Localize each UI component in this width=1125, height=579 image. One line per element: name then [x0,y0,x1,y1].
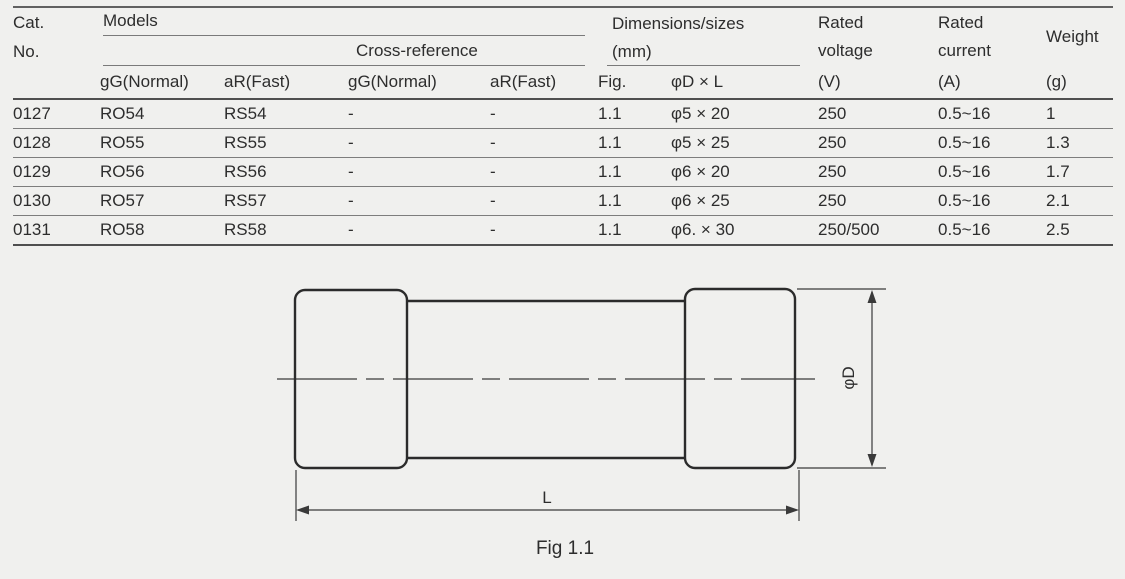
cell-model-ar: RS56 [224,157,348,187]
header-rated-current-line2: current [938,41,991,60]
cell-model-ar: RS54 [224,99,348,129]
header-weight: Weight [1046,7,1113,66]
arrow-down-icon [867,454,877,467]
table-row: 0129 RO56 RS56 - - 1.1 φ6 × 20 250 0.5~1… [13,157,1114,187]
cell-voltage: 250/500 [818,215,939,246]
cell-voltage: 250 [818,128,939,158]
cell-fig: 1.1 [598,157,671,187]
table-row: 0128 RO55 RS55 - - 1.1 φ5 × 25 250 0.5~1… [13,128,1114,158]
cell-cross-ar: - [490,99,598,129]
length-label: L [542,488,551,507]
header-rated-current: Rated current [938,7,1046,66]
cell-dimensions: φ6 × 25 [671,186,819,216]
header-cross-reference: Cross-reference [100,36,598,66]
figure-caption: Fig 1.1 [536,538,594,559]
arrow-right-icon [786,505,799,515]
cell-dimensions: φ5 × 20 [671,99,819,129]
cell-model-gg: RO54 [100,99,224,129]
table-row: 0127 RO54 RS54 - - 1.1 φ5 × 20 250 0.5~1… [13,99,1114,129]
cell-cross-gg: - [348,128,490,158]
subheader-cross-ar: aR(Fast) [490,66,598,100]
cell-voltage: 250 [818,99,939,129]
cell-voltage: 250 [818,186,939,216]
header-cat-no: Cat. No. [13,7,100,66]
cell-model-gg: RO57 [100,186,224,216]
fuse-right-cap [683,287,797,470]
header-rated-voltage-line1: Rated [818,13,864,32]
cell-fig: 1.1 [598,99,671,129]
cell-cross-gg: - [348,99,490,129]
subheader-models-gg: gG(Normal) [100,66,224,100]
cell-model-gg: RO56 [100,157,224,187]
cell-weight: 2.1 [1046,186,1114,216]
diameter-label: φD [839,366,858,389]
cell-cat-no: 0128 [13,128,100,158]
subheader-empty [13,66,100,100]
cell-current: 0.5~16 [938,128,1047,158]
table-row: 0131 RO58 RS58 - - 1.1 φ6. × 30 250/500 … [13,215,1114,246]
cell-dimensions: φ6 × 20 [671,157,819,187]
header-dimensions: Dimensions/sizes (mm) [598,7,818,66]
cell-cross-gg: - [348,215,490,246]
header-cat-no-line2: No. [13,42,40,61]
header-cross-reference-label: Cross-reference [356,40,478,60]
fuse-left-cap [293,288,409,470]
header-models-label: Models [103,11,158,30]
cell-current: 0.5~16 [938,157,1047,187]
subheader-fig: Fig. [598,66,671,100]
subheader-models-ar: aR(Fast) [224,66,348,100]
subheader-dim-formula: φD × L [671,66,819,100]
header-rated-current-line1: Rated [938,13,984,32]
unit-volts: (V) [818,66,939,100]
cell-cross-ar: - [490,215,598,246]
cell-model-ar: RS57 [224,186,348,216]
cell-current: 0.5~16 [938,186,1047,216]
cell-weight: 1.3 [1046,128,1114,158]
cell-weight: 1.7 [1046,157,1114,187]
arrow-up-icon [867,290,877,303]
header-rated-voltage-line2: voltage [818,41,873,60]
cell-cat-no: 0131 [13,215,100,246]
unit-grams: (g) [1046,66,1114,100]
cell-cross-gg: - [348,157,490,187]
header-dimensions-line1: Dimensions/sizes [612,13,745,33]
cell-current: 0.5~16 [938,99,1047,129]
unit-amps: (A) [938,66,1047,100]
table-row: 0130 RO57 RS57 - - 1.1 φ6 × 25 250 0.5~1… [13,186,1114,216]
cell-weight: 1 [1046,99,1114,129]
header-rated-voltage: Rated voltage [818,7,938,66]
cell-weight: 2.5 [1046,215,1114,246]
fuse-diagram: φD L Fig 1.1 [277,287,886,559]
header-dimensions-line2: (mm) [612,41,652,61]
header-cat-no-line1: Cat. [13,13,45,32]
cell-model-ar: RS55 [224,128,348,158]
cell-current: 0.5~16 [938,215,1047,246]
cell-dimensions: φ6. × 30 [671,215,819,246]
cell-cross-ar: - [490,157,598,187]
cell-fig: 1.1 [598,215,671,246]
cell-cat-no: 0129 [13,157,100,187]
arrow-left-icon [296,505,309,515]
cell-model-gg: RO58 [100,215,224,246]
subheader-cross-gg: gG(Normal) [348,66,490,100]
cell-cross-gg: - [348,186,490,216]
cell-model-gg: RO55 [100,128,224,158]
header-models: Models [100,7,598,36]
cell-cat-no: 0130 [13,186,100,216]
cell-model-ar: RS58 [224,215,348,246]
fuse-spec-table: Cat. No. Models Dimensions/sizes (mm) Ra… [13,6,1114,246]
cell-cross-ar: - [490,186,598,216]
cell-voltage: 250 [818,157,939,187]
cell-fig: 1.1 [598,128,671,158]
cell-cross-ar: - [490,128,598,158]
cell-dimensions: φ5 × 25 [671,128,819,158]
cell-fig: 1.1 [598,186,671,216]
cell-cat-no: 0127 [13,99,100,129]
header-weight-label: Weight [1046,27,1099,46]
